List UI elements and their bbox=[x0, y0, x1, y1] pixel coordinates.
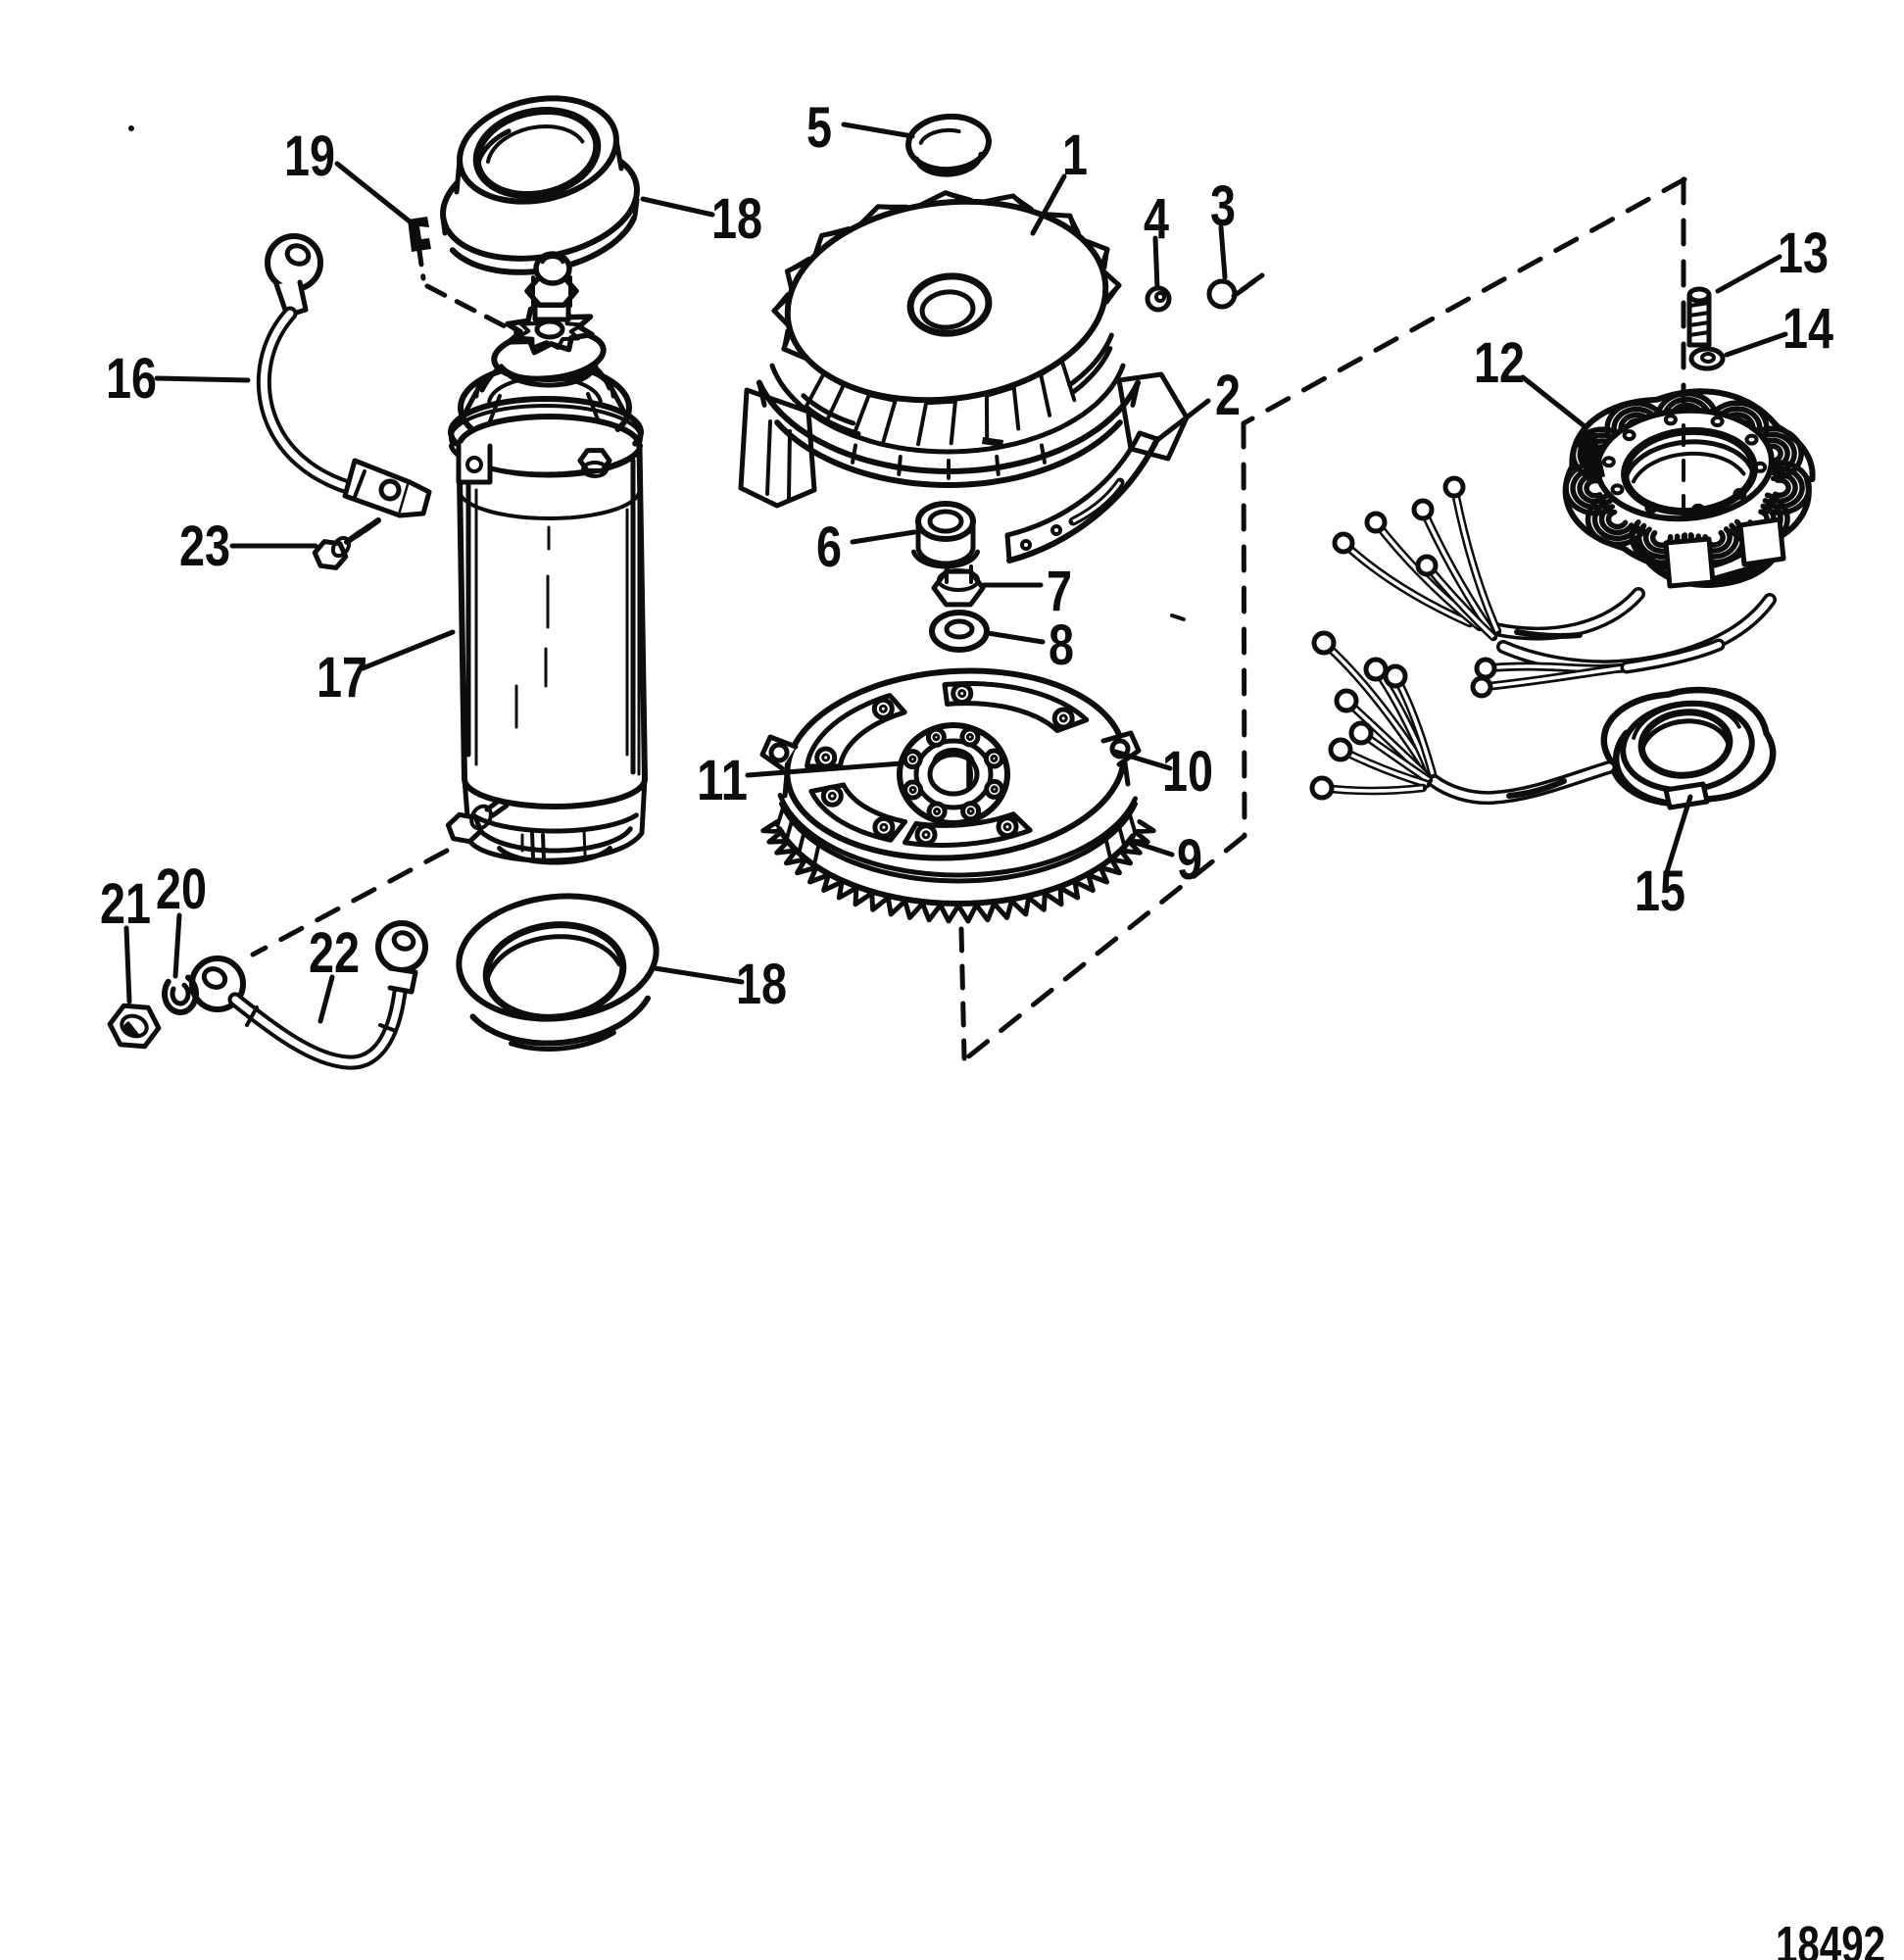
svg-text:14: 14 bbox=[1782, 297, 1833, 361]
svg-text:16: 16 bbox=[106, 347, 157, 411]
svg-text:13: 13 bbox=[1778, 221, 1829, 285]
svg-text:23: 23 bbox=[179, 514, 230, 578]
svg-text:5: 5 bbox=[806, 96, 832, 160]
svg-text:12: 12 bbox=[1474, 331, 1525, 395]
svg-text:7: 7 bbox=[1047, 560, 1072, 623]
svg-text:22: 22 bbox=[309, 921, 360, 985]
svg-text:18: 18 bbox=[711, 187, 762, 251]
svg-text:21: 21 bbox=[100, 872, 151, 936]
svg-text:9: 9 bbox=[1177, 828, 1202, 892]
svg-text:8: 8 bbox=[1049, 613, 1074, 677]
svg-text:18: 18 bbox=[736, 953, 787, 1016]
svg-text:15: 15 bbox=[1635, 859, 1685, 923]
svg-text:19: 19 bbox=[284, 124, 335, 188]
svg-text:17: 17 bbox=[317, 646, 367, 710]
svg-text:2: 2 bbox=[1215, 364, 1241, 427]
svg-text:11: 11 bbox=[697, 749, 748, 812]
svg-text:10: 10 bbox=[1162, 740, 1213, 804]
svg-text:6: 6 bbox=[816, 515, 842, 579]
svg-text:18492: 18492 bbox=[1776, 1916, 1885, 1960]
svg-text:20: 20 bbox=[156, 858, 207, 921]
